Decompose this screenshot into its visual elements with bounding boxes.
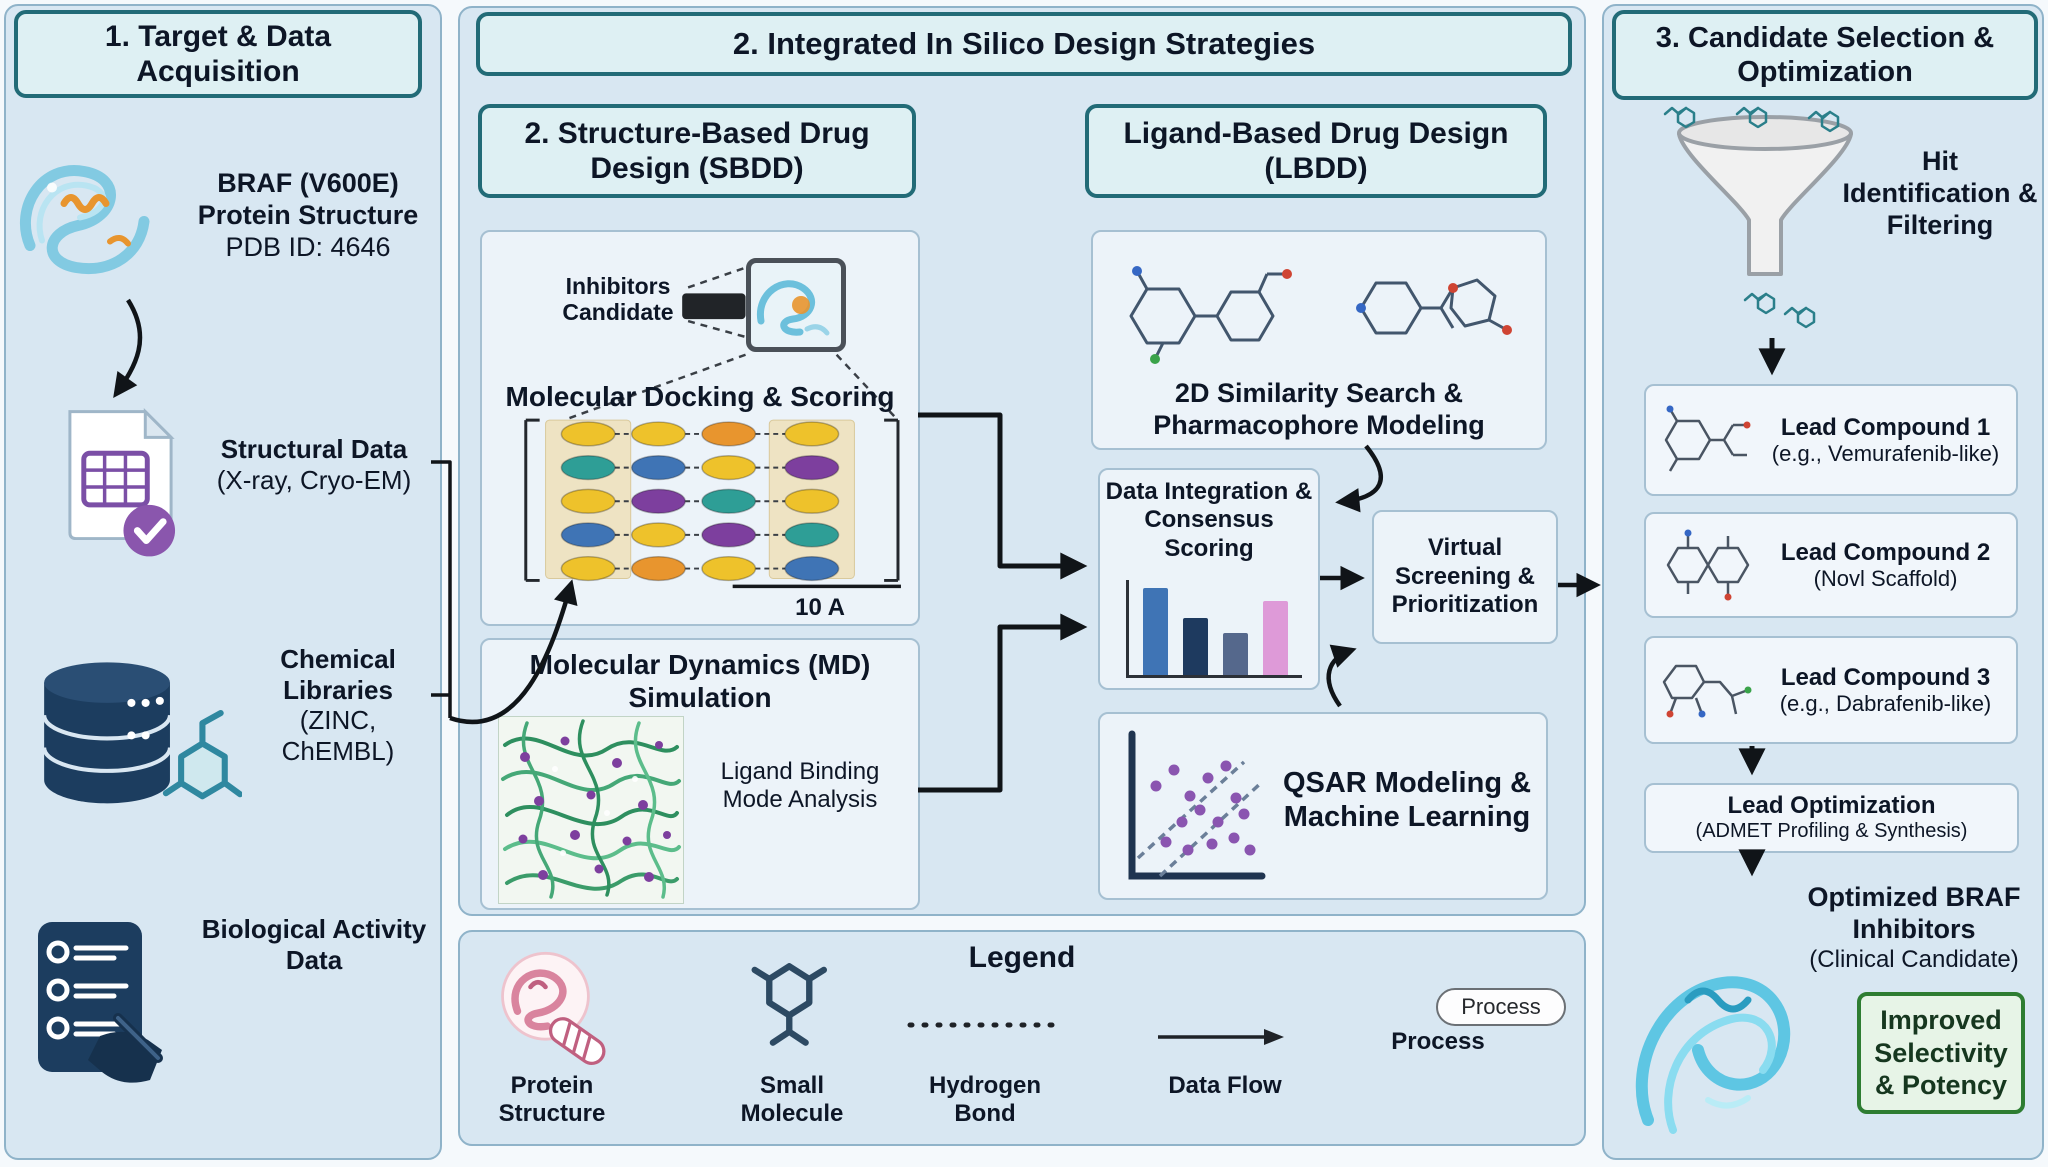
panel1-header: 1. Target & Data Acquisition — [14, 10, 422, 98]
consensus-bar-chart — [1126, 580, 1302, 678]
biological-activity-icon — [34, 918, 174, 1088]
braf-protein-structure-icon — [12, 144, 178, 302]
consensus-bar — [1183, 618, 1208, 675]
leadopt-bold: Lead Optimization — [1727, 791, 1936, 819]
md-caption: Ligand Binding Mode Analysis — [720, 758, 880, 814]
biological-label-bold: Biological Activity Data — [201, 914, 427, 975]
inhibitor-complex-thumbnail — [746, 258, 846, 352]
lead3-bold: Lead Compound 3 — [1780, 663, 1991, 691]
legend-protein-structure-icon — [482, 944, 632, 1070]
md-simulation-image — [498, 716, 684, 904]
lead2-rest: (Novl Scaffold) — [1813, 566, 1958, 592]
inhibitors-candidate-label: Inhibitors Candidate — [562, 273, 674, 325]
braf-label-rest: PDB ID: 4646 — [225, 231, 391, 262]
leadopt-rest: (ADMET Profiling & Synthesis) — [1695, 820, 1968, 843]
panel1-title: 1. Target & Data Acquisition — [104, 19, 332, 88]
lead-compound-3-box: Lead Compound 3 (e.g., Dabrafenib-like) — [1644, 636, 2018, 744]
qsar-box: QSAR Modeling & Machine Learning — [1098, 712, 1548, 900]
callout-connector — [682, 293, 746, 320]
optimized-bold: Optimized BRAF Inhibitors — [1807, 882, 2021, 944]
improved-selectivity-box: Improved Selectivity & Potency — [1857, 992, 2025, 1114]
sbdd-header: 2. Structure-Based Drug Design (SBDD) — [478, 104, 916, 198]
legend-small-molecule-icon — [742, 948, 842, 1060]
panel2-title: 2. Integrated In Silico Design Strategie… — [732, 25, 1316, 61]
screening-title: Virtual Screening & Prioritization — [1391, 533, 1539, 619]
improved-label: Improved Selectivity & Potency — [1874, 1004, 2008, 1101]
lead-optimization-box: Lead Optimization (ADMET Profiling & Syn… — [1644, 783, 2019, 853]
legend-process-label: Process — [1391, 1028, 1485, 1055]
panel-target-data-acquisition: 1. Target & Data Acquisition BRAF (V600E… — [4, 4, 442, 1160]
lead3-rest: (e.g., Dabrafenib-like) — [1779, 691, 1992, 717]
structural-label-rest: (X-ray, Cryo-EM) — [216, 464, 412, 495]
legend-dataflow-label: Data Flow — [1168, 1072, 1282, 1099]
optimized-protein-icon — [1635, 976, 1791, 1134]
lead-compound-2-structure — [1666, 529, 1750, 600]
chemical-libraries-label: Chemical Libraries (ZINC, ChEMBL) — [240, 644, 436, 767]
similarity-box: 2D Similarity Search & Pharmacophore Mod… — [1091, 230, 1547, 450]
panel-design-strategies: 2. Integrated In Silico Design Strategie… — [458, 6, 1586, 916]
lead-compound-1-structure — [1664, 405, 1751, 472]
chemical-structures-2d — [1129, 266, 1512, 364]
docking-title: Molecular Docking & Scoring — [505, 381, 895, 412]
molecular-docking-box: Inhibitors Candidate Molecular Docking &… — [480, 230, 920, 626]
legend-hydrogen-bond-icon — [907, 1022, 1061, 1028]
optimized-rest: (Clinical Candidate) — [1809, 945, 2019, 973]
lead-compound-3-structure — [1662, 664, 1752, 717]
chemical-label-rest: (ZINC, ChEMBL) — [281, 705, 395, 767]
legend-protein-label: Protein Structure — [498, 1072, 606, 1128]
lbdd-header: Ligand-Based Drug Design (LBDD) — [1085, 104, 1547, 198]
structural-data-icon — [58, 404, 182, 566]
lead-compound-3-label: Lead Compound 3 (e.g., Dabrafenib-like) — [1763, 664, 2008, 717]
lead-compound-1-box: Lead Compound 1 (e.g., Vemurafenib-like) — [1644, 384, 2018, 496]
braf-label-bold: BRAF (V600E) Protein Structure — [197, 168, 419, 230]
qsar-title: QSAR Modeling & Machine Learning — [1282, 767, 1532, 834]
structural-data-label: Structural Data (X-ray, Cryo-EM) — [192, 434, 436, 495]
biological-activity-label: Biological Activity Data — [192, 914, 436, 975]
lead-compound-2-label: Lead Compound 2 (Novl Scaffold) — [1763, 539, 2008, 592]
lbdd-title: Ligand-Based Drug Design (LBDD) — [1123, 116, 1509, 185]
integration-title: Data Integration & Consensus Scoring — [1105, 478, 1313, 562]
optimized-inhibitors-label: Optimized BRAF Inhibitors (Clinical Cand… — [1786, 882, 2042, 974]
data-integration-box: Data Integration & Consensus Scoring — [1098, 468, 1320, 690]
legend-hbond-label: Hydrogen Bond — [928, 1072, 1041, 1128]
consensus-bar — [1263, 601, 1288, 675]
virtual-screening-box: Virtual Screening & Prioritization — [1372, 510, 1558, 644]
md-simulation-box: Molecular Dynamics (MD) Simulation — [480, 638, 920, 910]
funnel-icon — [1663, 106, 1853, 329]
legend-title: Legend — [968, 941, 1076, 974]
legend-process-pill-text: Process — [1461, 994, 1541, 1019]
structural-label-bold: Structural Data — [220, 434, 408, 464]
legend-process-pill: Process — [1436, 988, 1566, 1026]
lead2-bold: Lead Compound 2 — [1780, 538, 1991, 566]
braf-label: BRAF (V600E) Protein Structure PDB ID: 4… — [184, 168, 432, 264]
lead1-rest: (e.g., Vemurafenib-like) — [1771, 441, 2000, 467]
consensus-bar — [1143, 588, 1168, 675]
consensus-bar — [1223, 633, 1248, 675]
lead-compound-2-box: Lead Compound 2 (Novl Scaffold) — [1644, 512, 2018, 618]
legend-molecule-label: Small Molecule — [740, 1072, 844, 1128]
docking-graphic — [524, 266, 901, 589]
scatter-plot-icon — [1128, 730, 1266, 880]
chemical-libraries-icon — [34, 650, 242, 838]
chemical-label-bold: Chemical Libraries — [280, 644, 396, 705]
panel3-header: 3. Candidate Selection & Optimization — [1612, 10, 2038, 100]
scale-label: 10 A — [795, 594, 845, 621]
md-title: Molecular Dynamics (MD) Simulation — [529, 649, 871, 714]
sbdd-title: 2. Structure-Based Drug Design (SBDD) — [524, 116, 870, 185]
lead1-bold: Lead Compound 1 — [1780, 413, 1991, 441]
panel3-title: 3. Candidate Selection & Optimization — [1655, 21, 1995, 88]
legend-panel: Legend Protein Structure Small Mole — [458, 930, 1586, 1146]
lead-compound-1-label: Lead Compound 1 (e.g., Vemurafenib-like) — [1763, 414, 2008, 467]
panel-candidate-selection: 3. Candidate Selection & Optimization Hi… — [1602, 4, 2044, 1160]
panel2-header: 2. Integrated In Silico Design Strategie… — [476, 12, 1572, 76]
similarity-title: 2D Similarity Search & Pharmacophore Mod… — [1153, 378, 1485, 440]
hit-identification-label: Hit Identification & Filtering — [1842, 146, 2038, 240]
legend-data-flow-icon — [1158, 1029, 1284, 1045]
